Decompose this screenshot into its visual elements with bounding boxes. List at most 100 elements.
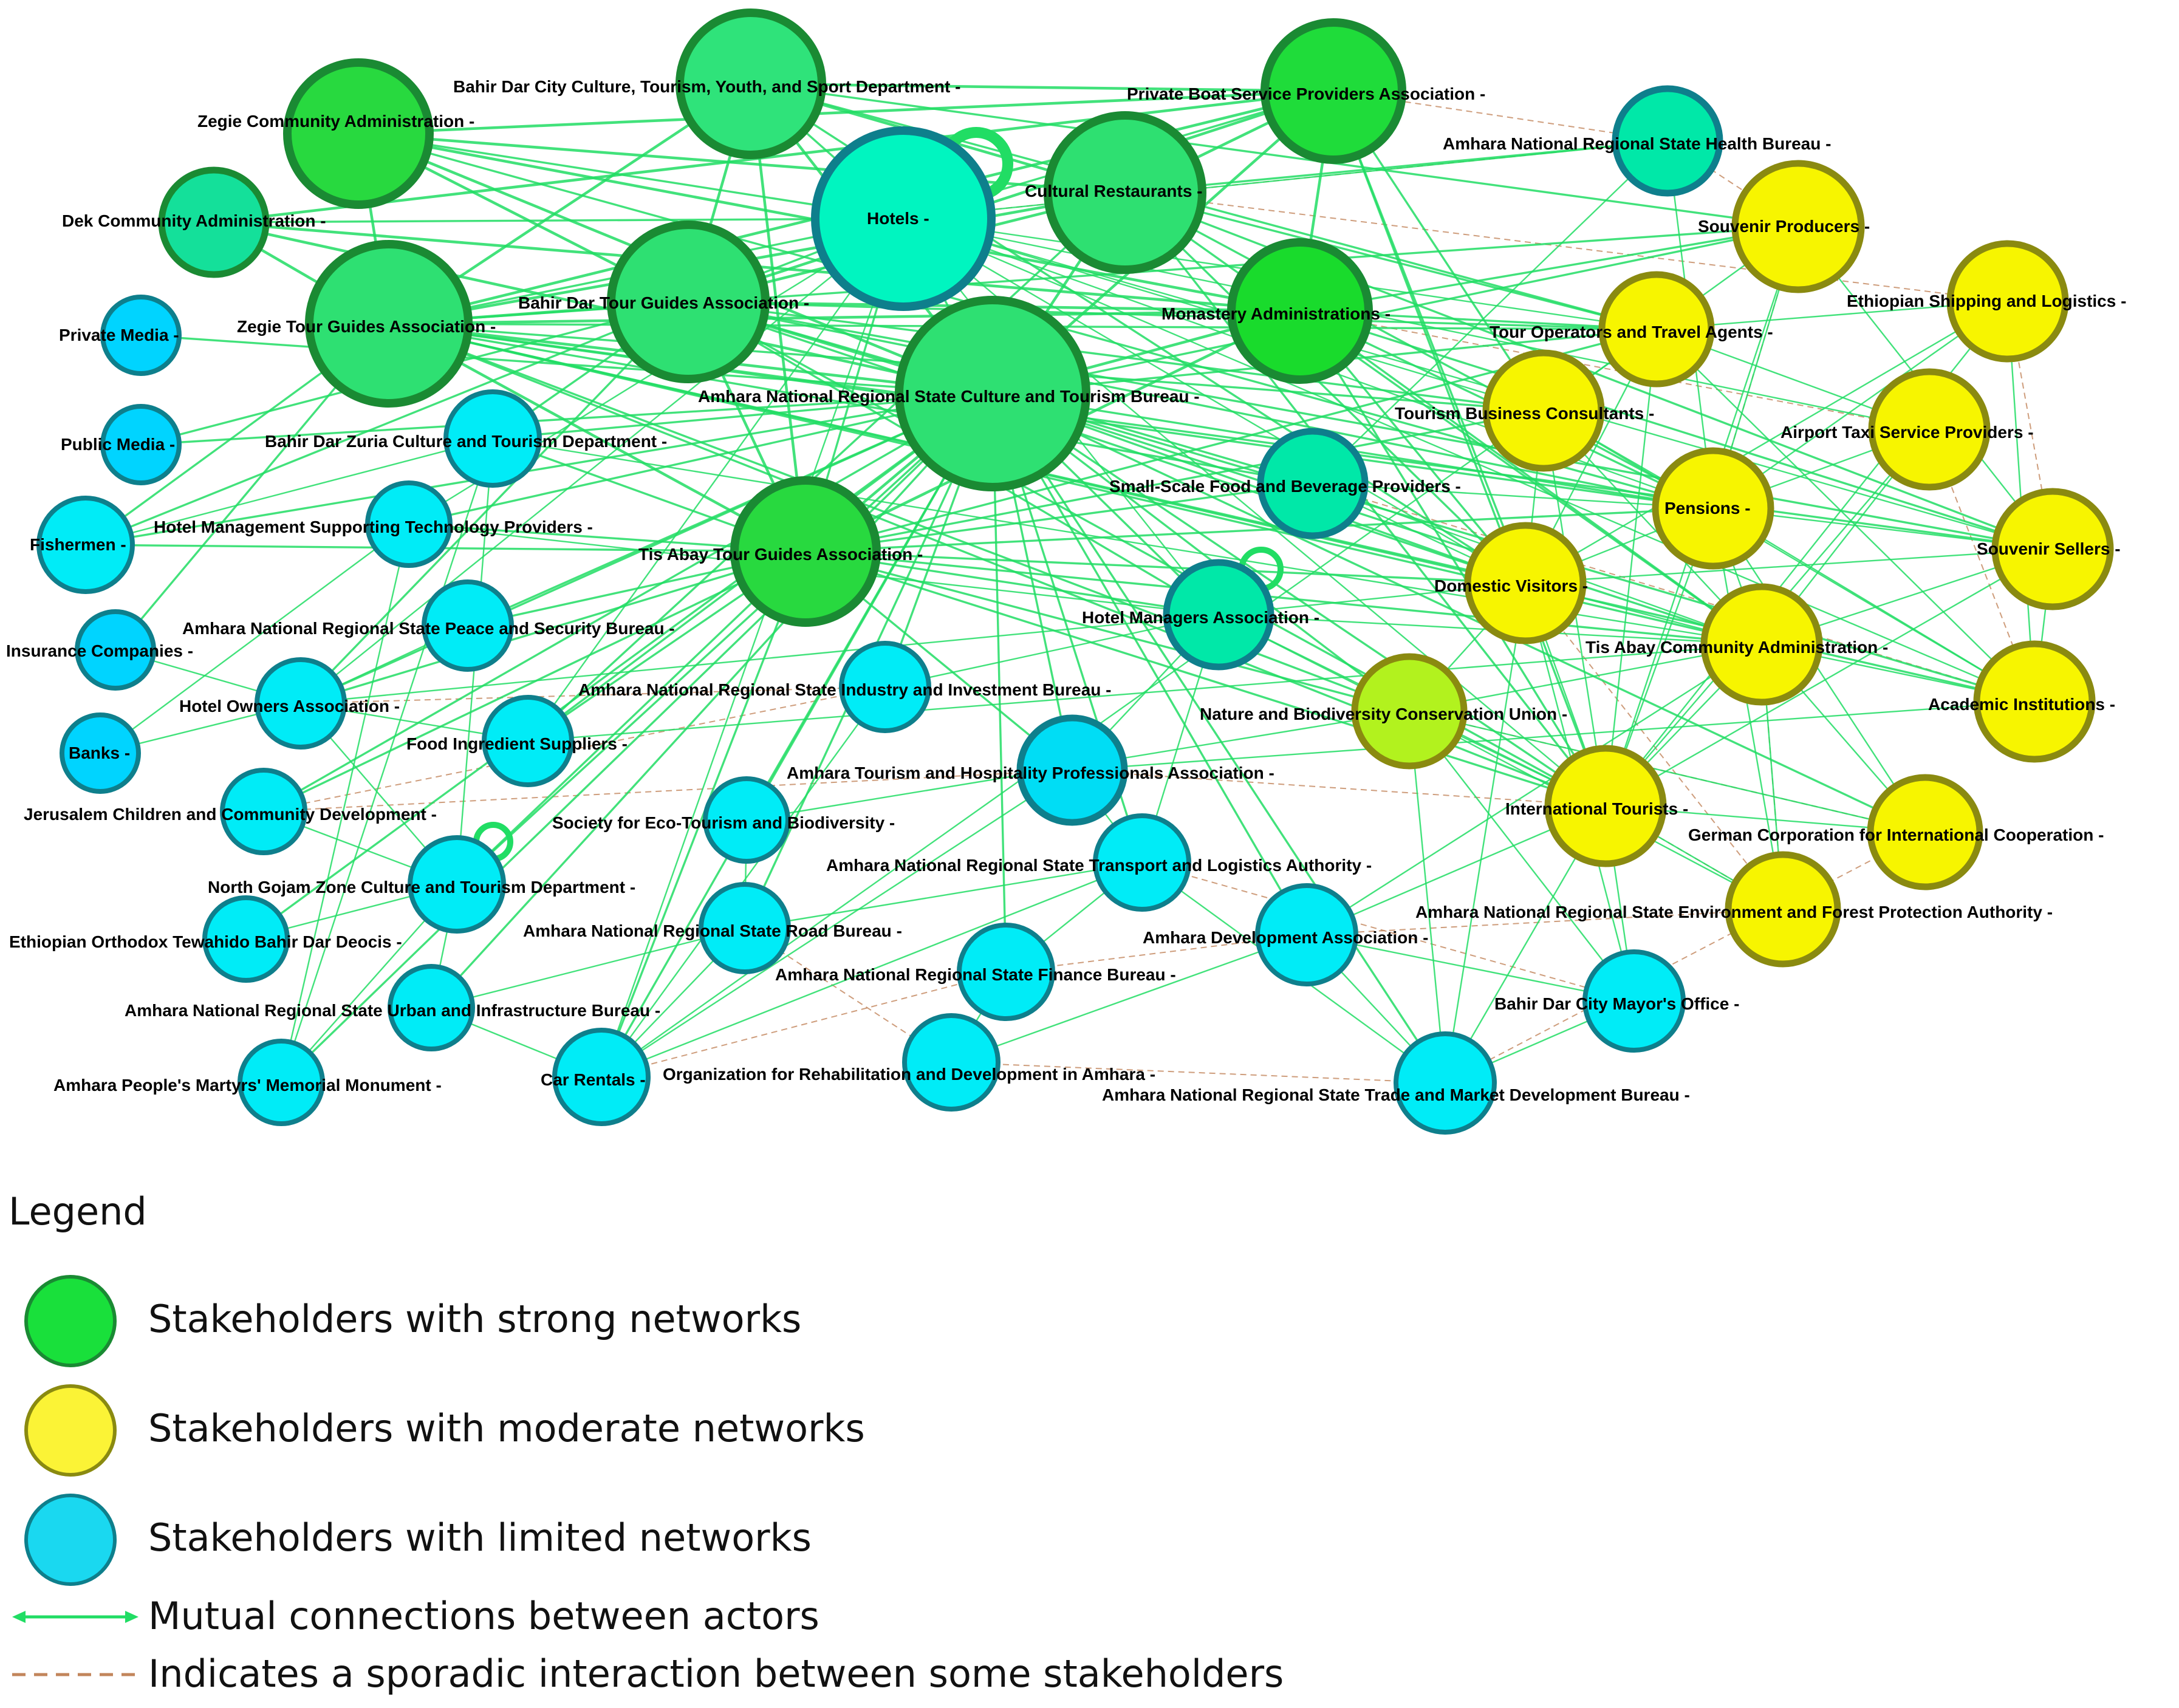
node-small-scale-food bbox=[1257, 428, 1369, 539]
label-academic-institutions: Academic Institutions - bbox=[1928, 695, 2115, 714]
mutual-edge-pensions-amhara-environment-forest bbox=[1712, 508, 1784, 910]
node-private-media bbox=[100, 295, 182, 376]
label-amhara-hospitality-professionals: Amhara Tourism and Hospitality Professio… bbox=[787, 763, 1274, 782]
label-hotel-managers: Hotel Managers Association - bbox=[1082, 608, 1319, 627]
sporadic-edge-amhara-development-association-amhara-environment-forest bbox=[1306, 909, 1784, 935]
node-north-gojam bbox=[408, 835, 506, 934]
strong-network-swatch-icon bbox=[24, 1275, 117, 1367]
mutual-edge-food-ingredient-suppliers-tis-abay-community bbox=[527, 643, 1762, 742]
node-german-corporation bbox=[1867, 774, 1983, 890]
node-banks bbox=[60, 712, 141, 794]
node-nature-biodiversity bbox=[1351, 653, 1468, 770]
legend-label-sporadic: Indicates a sporadic interaction between… bbox=[148, 1652, 1284, 1696]
node-amhara-road-bureau bbox=[699, 882, 791, 974]
node-amhara-health-bureau bbox=[1612, 85, 1723, 197]
node-amhara-urban-infrastructure bbox=[388, 964, 475, 1051]
node-bahir-dar-tour-guides bbox=[607, 220, 770, 383]
label-domestic-visitors: Domestic Visitors - bbox=[1434, 576, 1588, 595]
mutual-edge-souvenir-producers-amhara-culture-tourism-bureau bbox=[992, 225, 1799, 395]
label-food-ingredient-suppliers: Food Ingredient Suppliers - bbox=[406, 734, 628, 753]
mutual-edge-pensions-german-corporation bbox=[1712, 508, 1926, 833]
mutual-edge-amhara-transport-logistics-car-rentals bbox=[601, 861, 1143, 1078]
node-hotel-owners bbox=[255, 657, 347, 750]
label-hotels: Hotels - bbox=[867, 209, 929, 228]
mutual-edge-zegie-tour-guides-small-scale-food bbox=[388, 323, 1313, 485]
label-car-rentals: Car Rentals - bbox=[541, 1070, 646, 1089]
node-tourism-business-consultants bbox=[1482, 349, 1605, 472]
label-tis-abay-community: Tis Abay Community Administration - bbox=[1586, 638, 1888, 657]
mutual-edge-amhara-development-association-organization-rehabilitation bbox=[951, 934, 1307, 1064]
mutual-edge-nature-biodiversity-amhara-trade-market bbox=[1408, 711, 1446, 1084]
mutual-edge-tis-abay-tour-guides-hotel-owners bbox=[300, 550, 806, 705]
mutual-edge-bahir-dar-city-culture-private-boat-service bbox=[750, 82, 1334, 93]
node-labels: Zegie Community Administration - Bahir Da… bbox=[6, 77, 2126, 1104]
label-amhara-road-bureau: Amhara National Regional State Road Bure… bbox=[523, 921, 902, 940]
mutual-edge-amhara-development-association-bahir-dar-mayor bbox=[1306, 934, 1635, 1002]
node-zegie-tour-guides bbox=[305, 240, 473, 408]
moderate-network-swatch-icon bbox=[24, 1384, 117, 1477]
label-bahir-dar-zuria: Bahir Dar Zuria Culture and Tourism Depa… bbox=[265, 432, 667, 451]
sporadic-edge-hotel-owners-amhara-industry-investment bbox=[300, 686, 886, 704]
label-insurance-companies: Insurance Companies - bbox=[6, 641, 193, 660]
mutual-edge-hotels-hotel-owners bbox=[300, 218, 904, 704]
dashed-line-icon bbox=[12, 1673, 139, 1676]
node-dek-community-administration bbox=[158, 166, 270, 278]
mutual-edge-domestic-visitors-amhara-trade-market bbox=[1444, 582, 1527, 1084]
mutual-edge-amhara-transport-logistics-amhara-road-bureau bbox=[744, 861, 1143, 929]
mutual-edge-jerusalem-children-tis-abay-tour-guides bbox=[263, 550, 806, 813]
mutual-edge-monastery-administrations-souvenir-producers bbox=[1299, 225, 1799, 312]
label-amhara-industry-investment: Amhara National Regional State Industry … bbox=[578, 680, 1112, 699]
node-tour-operators bbox=[1598, 271, 1715, 388]
label-souvenir-producers: Souvenir Producers - bbox=[1698, 217, 1870, 236]
mutual-edge-amhara-culture-tourism-bureau-amhara-urban-infrastructure bbox=[430, 392, 994, 1009]
mutual-edge-tourism-business-consultants-tis-abay-tour-guides bbox=[805, 409, 1544, 553]
mutual-edge-amhara-culture-tourism-bureau-ethiopian-orthodox bbox=[245, 392, 994, 940]
mutual-edge-bahir-dar-tour-guides-domestic-visitors bbox=[688, 301, 1526, 584]
mutual-edge-bahir-dar-tour-guides-tour-operators bbox=[688, 301, 1657, 330]
mutual-edge-fishermen-tis-abay-tour-guides bbox=[85, 544, 806, 553]
mutual-edge-amhara-culture-tourism-bureau-german-corporation bbox=[992, 392, 1926, 833]
legend-label-limited: Stakeholders with limited networks bbox=[148, 1515, 812, 1560]
node-souvenir-sellers bbox=[1991, 488, 2114, 610]
node-ethiopian-shipping bbox=[1946, 240, 2069, 363]
node-amhara-development-association bbox=[1255, 883, 1358, 986]
mutual-edge-amhara-culture-tourism-bureau-amhara-martyrs-memorial bbox=[280, 392, 994, 1084]
mutual-edge-cultural-restaurants-tis-abay-community bbox=[1124, 191, 1762, 646]
label-amhara-peace-security: Amhara National Regional State Peace and… bbox=[182, 619, 675, 638]
label-zegie-community-administration: Zegie Community Administration - bbox=[197, 112, 474, 131]
node-bahir-dar-mayor bbox=[1582, 949, 1686, 1053]
label-amhara-development-association: Amhara Development Association - bbox=[1143, 928, 1428, 947]
label-monastery-administrations: Monastery Administrations - bbox=[1161, 304, 1391, 323]
mutual-edge-amhara-culture-tourism-bureau-tis-abay-community bbox=[992, 392, 1762, 646]
label-jerusalem-children: Jerusalem Children and Community Develop… bbox=[24, 805, 437, 824]
mutual-edge-ethiopian-shipping-domestic-visitors bbox=[1525, 300, 2008, 584]
mutual-edge-tour-operators-international-tourists bbox=[1604, 329, 1658, 807]
node-hotel-management-tech bbox=[365, 480, 453, 568]
label-north-gojam: North Gojam Zone Culture and Tourism Dep… bbox=[208, 878, 635, 897]
mutual-edge-pensions-academic-institutions bbox=[1712, 507, 2035, 703]
sporadic-edge-monastery-administrations-airport-taxi bbox=[1299, 310, 1930, 430]
label-souvenir-sellers: Souvenir Sellers - bbox=[1977, 539, 2121, 558]
label-private-boat-service: Private Boat Service Providers Associati… bbox=[1127, 84, 1485, 103]
label-banks: Banks - bbox=[69, 743, 130, 762]
mutual-edge-souvenir-sellers-domestic-visitors bbox=[1525, 548, 2053, 584]
legend-label-strong: Stakeholders with strong networks bbox=[148, 1297, 802, 1341]
node-ethiopian-orthodox bbox=[202, 895, 290, 983]
stakeholder-network-diagram: Zegie Community Administration - Bahir Da… bbox=[6, 9, 2126, 1135]
mutual-edge-amhara-culture-tourism-bureau-fishermen bbox=[85, 392, 993, 546]
mutual-edge-hotels-souvenir-sellers bbox=[903, 217, 2053, 550]
mutual-edge-amhara-industry-investment-car-rentals bbox=[601, 686, 886, 1078]
label-german-corporation: German Corporation for International Coo… bbox=[1688, 825, 2104, 844]
label-amhara-environment-forest: Amhara National Regional State Environme… bbox=[1415, 903, 2053, 921]
mutual-edge-tis-abay-tour-guides-nature-biodiversity bbox=[805, 550, 1410, 712]
label-bahir-dar-mayor: Bahir Dar City Mayor's Office - bbox=[1494, 994, 1739, 1013]
mutual-edge-amhara-industry-investment-hotel-managers bbox=[884, 613, 1219, 688]
node-amhara-peace-security bbox=[422, 579, 514, 672]
mutual-edge-tour-operators-academic-institutions bbox=[1656, 329, 2035, 702]
node-food-ingredient-suppliers bbox=[482, 695, 574, 787]
node-zegie-community-administration bbox=[283, 58, 434, 209]
node-international-tourists bbox=[1544, 745, 1667, 867]
label-tourism-business-consultants: Tourism Business Consultants - bbox=[1395, 404, 1654, 423]
sporadic-edge-german-corporation-amhara-trade-market bbox=[1445, 832, 1926, 1084]
mutual-edge-bahir-dar-tour-guides-hotel-owners bbox=[299, 301, 689, 705]
